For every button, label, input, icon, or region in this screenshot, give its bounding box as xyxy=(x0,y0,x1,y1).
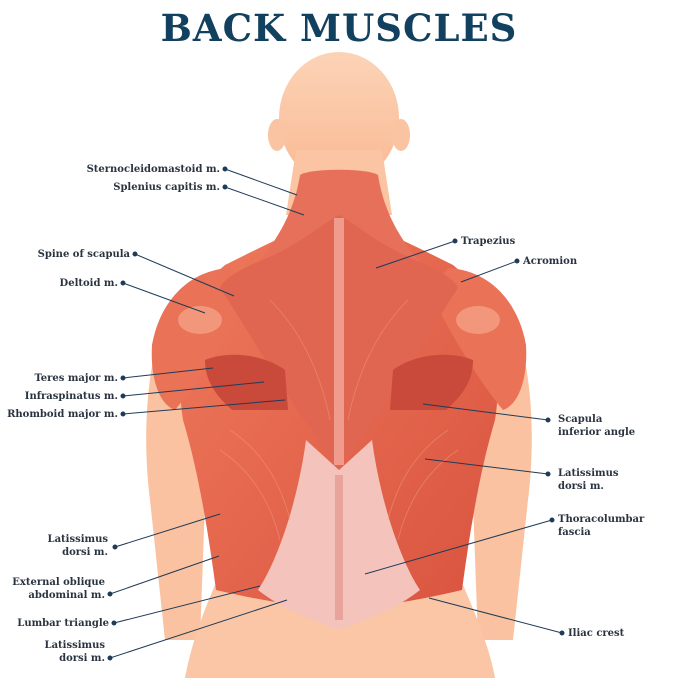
label-line-1: Latissimus xyxy=(44,640,105,651)
leader-lines-left xyxy=(107,166,305,661)
muscle-fibers xyxy=(219,299,459,541)
label-line-1: Scapula xyxy=(558,414,603,425)
label-line-2: inferior angle xyxy=(558,427,636,438)
label-infraspinatus: Infraspinatus m. xyxy=(24,391,118,402)
label-sternocleidomastoid: Sternocleidomastoid m. xyxy=(86,164,220,175)
label-latissimus-dorsi-lower-left: Latissimus dorsi m. xyxy=(45,639,105,665)
label-line-2: dorsi m. xyxy=(558,481,604,492)
label-rhomboid-major: Rhomboid major m. xyxy=(7,409,118,420)
label-line-1: External oblique xyxy=(12,577,105,588)
label-line-2: abdominal m. xyxy=(28,590,105,601)
scapula-regions xyxy=(205,354,473,410)
leader-lines-right xyxy=(364,238,565,636)
label-spine-of-scapula: Spine of scapula xyxy=(37,249,130,260)
label-external-oblique: External oblique abdominal m. xyxy=(12,576,105,602)
deltoids xyxy=(151,268,527,410)
label-iliac-crest: Iliac crest xyxy=(568,628,625,639)
label-scapula-inferior-angle: Scapula inferior angle xyxy=(558,413,635,439)
label-latissimus-dorsi-right: Latissimus dorsi m. xyxy=(558,467,618,493)
label-line-2: dorsi m. xyxy=(62,547,108,558)
label-line-1: Latissimus xyxy=(558,468,619,479)
label-thoracolumbar-fascia: Thoracolumbar fascia xyxy=(558,513,644,539)
label-lumbar-triangle: Lumbar triangle xyxy=(17,618,109,629)
label-line-2: fascia xyxy=(558,527,591,538)
label-line-1: Latissimus xyxy=(47,534,108,545)
label-teres-major: Teres major m. xyxy=(34,373,118,384)
label-acromion: Acromion xyxy=(523,256,578,267)
label-trapezius: Trapezius xyxy=(461,236,516,247)
label-line-2: dorsi m. xyxy=(59,653,105,664)
label-latissimus-dorsi-upper-left: Latissimus dorsi m. xyxy=(48,533,108,559)
label-splenius-capitis: Splenius capitis m. xyxy=(113,182,220,193)
label-line-1: Thoracolumbar xyxy=(558,514,645,525)
label-deltoid: Deltoid m. xyxy=(59,278,118,289)
diagram-title: BACK MUSCLES xyxy=(160,6,518,50)
